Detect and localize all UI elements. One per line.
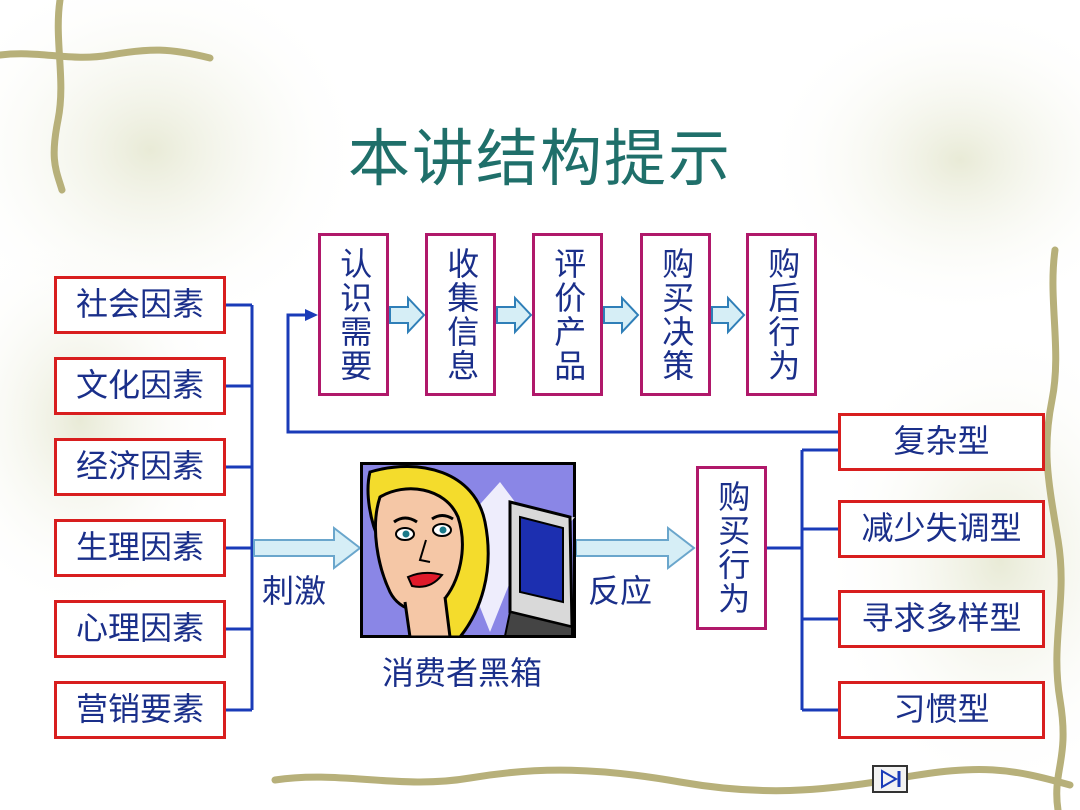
step-recognize-need: 认识需要 xyxy=(318,233,389,396)
type-box-variety-seeking: 寻求多样型 xyxy=(838,590,1045,648)
type-box-habitual: 习惯型 xyxy=(838,681,1045,739)
factor-box-culture: 文化因素 xyxy=(54,357,226,415)
factor-box-physiology: 生理因素 xyxy=(54,519,226,577)
response-label: 反应 xyxy=(588,572,653,610)
factor-box-psychology: 心理因素 xyxy=(54,600,226,658)
next-slide-button[interactable] xyxy=(872,765,908,793)
black-box-label: 消费者黑箱 xyxy=(382,654,543,692)
type-box-complex: 复杂型 xyxy=(838,413,1045,471)
factor-box-social: 社会因素 xyxy=(54,276,226,334)
step-purchase-decision: 购买决策 xyxy=(640,233,711,396)
next-slide-icon xyxy=(881,769,901,789)
step-evaluate: 评价产品 xyxy=(532,233,603,396)
factor-box-marketing: 营销要素 xyxy=(54,681,226,739)
stimulus-label: 刺激 xyxy=(262,572,327,610)
step-gather-info: 收集信息 xyxy=(425,233,496,396)
consumer-black-box-image xyxy=(360,462,576,638)
purchase-behavior-box: 购买行为 xyxy=(696,466,767,630)
page-title: 本讲结构提示 xyxy=(347,122,732,195)
type-box-dissonance-reducing: 减少失调型 xyxy=(838,500,1045,558)
step-post-purchase: 购后行为 xyxy=(746,233,817,396)
factor-box-economy: 经济因素 xyxy=(54,438,226,496)
